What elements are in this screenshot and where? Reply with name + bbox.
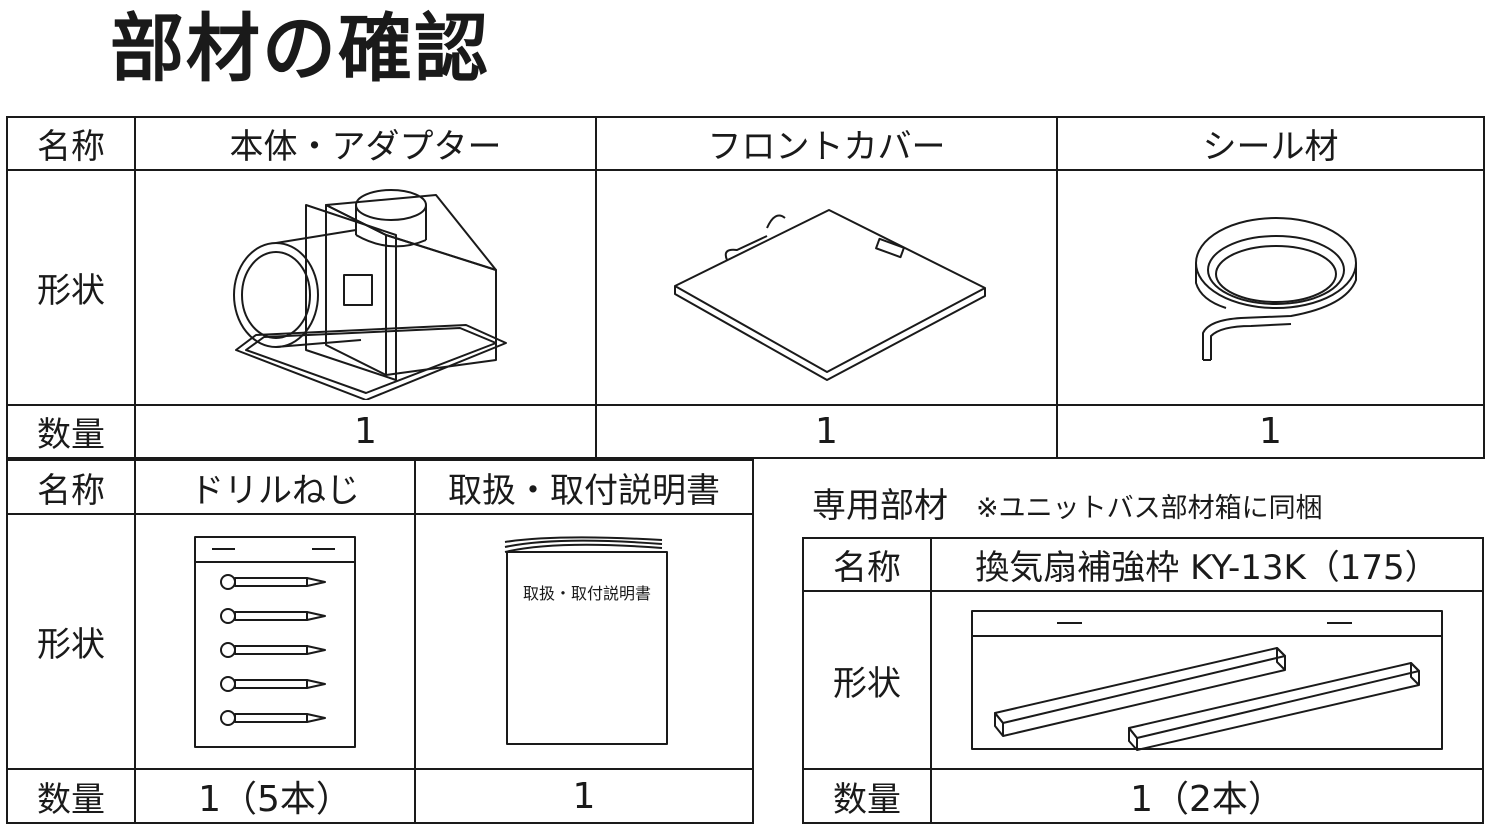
item-name-body-adapter: 本体・アダプター	[134, 116, 597, 171]
row-label-quantity: 数量	[6, 768, 136, 824]
item-name-reinforcement-frame: 換気扇補強枠 KY-13K（175）	[930, 537, 1484, 592]
manual-booklet-illustration: 取扱・取付説明書	[504, 536, 668, 745]
row-label-name: 名称	[6, 116, 136, 171]
item-name-drill-screws: ドリルねじ	[134, 459, 416, 515]
page-title: 部材の確認	[110, 6, 490, 92]
shape-cell-seal-material	[1056, 169, 1485, 406]
row-label-name: 名称	[6, 459, 136, 515]
reinforcement-frame-bars-illustration	[971, 609, 1443, 751]
quantity-body-adapter: 1	[134, 404, 597, 459]
quantity-manual: 1	[414, 768, 754, 824]
quantity-front-cover: 1	[595, 404, 1058, 459]
manual-cover-text: 取扱・取付説明書	[522, 584, 650, 603]
row-label-quantity: 数量	[802, 768, 932, 824]
drill-screws-illustration	[194, 536, 356, 748]
row-label-shape: 形状	[6, 513, 136, 770]
dedicated-section-heading: 専用部材 ※ユニットバス部材箱に同梱	[812, 478, 1323, 527]
item-name-front-cover: フロントカバー	[595, 116, 1058, 171]
fan-body-adapter-illustration	[232, 189, 507, 400]
shape-cell-reinforcement-frame	[930, 590, 1484, 770]
quantity-drill-screws: 1（5本）	[134, 768, 416, 824]
shape-cell-drill-screws	[134, 513, 416, 770]
row-label-name: 名称	[802, 537, 932, 592]
row-label-shape: 形状	[6, 169, 136, 406]
row-label-quantity: 数量	[6, 404, 136, 459]
item-name-seal-material: シール材	[1056, 116, 1485, 171]
item-name-manual: 取扱・取付説明書	[414, 459, 754, 515]
dedicated-section-note: ※ユニットバス部材箱に同梱	[976, 493, 1323, 524]
dedicated-section-label: 専用部材	[812, 486, 948, 526]
parts-table-dedicated: 名称 換気扇補強枠 KY-13K（175） 形状	[802, 537, 1484, 824]
shape-cell-front-cover	[595, 169, 1058, 406]
front-cover-illustration	[673, 208, 986, 381]
shape-cell-body-adapter	[134, 169, 597, 406]
quantity-reinforcement-frame: 1（2本）	[930, 768, 1484, 824]
shape-cell-manual: 取扱・取付説明書	[414, 513, 754, 770]
parts-table-accessories: 名称 ドリルねじ 取扱・取付説明書 形状	[6, 459, 754, 824]
parts-table-main: 名称 本体・アダプター フロントカバー シール材 形状	[6, 116, 1485, 459]
row-label-shape: 形状	[802, 590, 932, 770]
quantity-seal-material: 1	[1056, 404, 1485, 459]
seal-tape-roll-illustration	[1194, 216, 1357, 361]
